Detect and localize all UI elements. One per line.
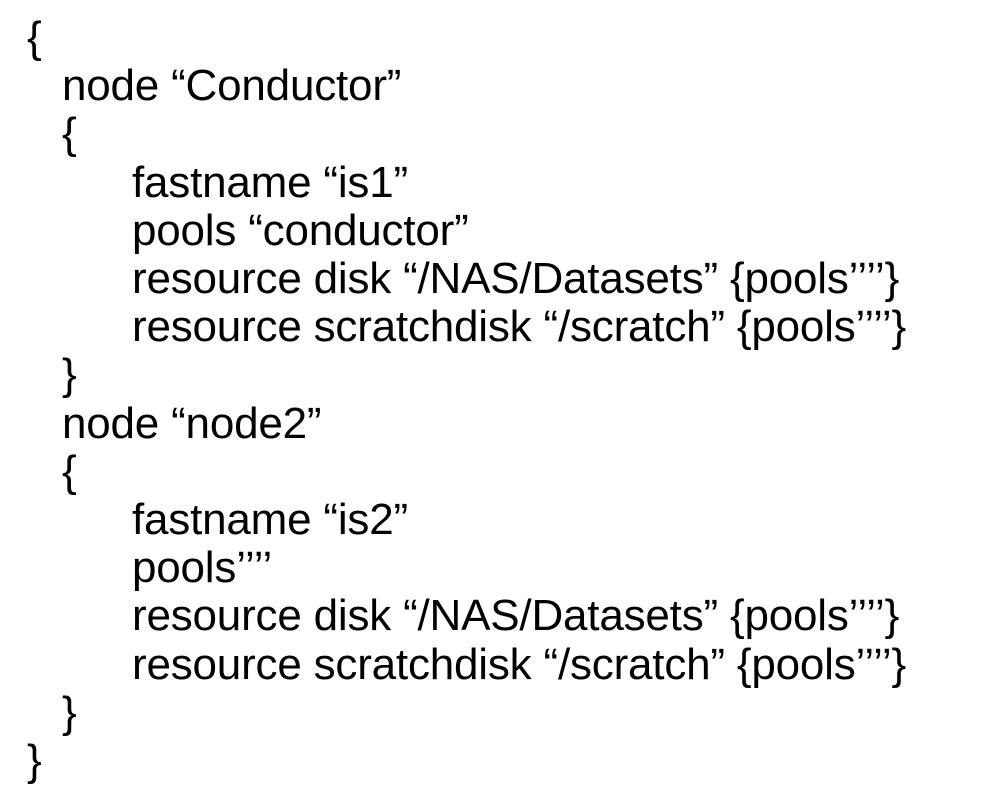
code-line: fastname “is2”	[132, 495, 408, 544]
code-line: resource disk “/NAS/Datasets” {pools’’’’…	[132, 591, 900, 641]
code-line: }	[27, 736, 42, 785]
code-line: {	[62, 109, 77, 159]
code-line: }	[62, 350, 77, 400]
code-line: resource disk “/NAS/Datasets” {pools’’’’…	[132, 254, 900, 303]
code-line: fastname “is1”	[132, 157, 408, 207]
code-line: node “Conductor”	[62, 61, 402, 111]
code-line: node “node2”	[62, 398, 322, 448]
code-line: {	[62, 446, 77, 496]
code-line: pools “conductor”	[132, 205, 469, 255]
code-line: resource scratchdisk “/scratch” {pools’’…	[132, 639, 906, 689]
code-line: resource scratchdisk “/scratch” {pools’’…	[132, 302, 906, 352]
code-line: pools’’’’	[132, 543, 273, 593]
code-line: {	[27, 13, 42, 62]
code-line: }	[62, 687, 77, 737]
